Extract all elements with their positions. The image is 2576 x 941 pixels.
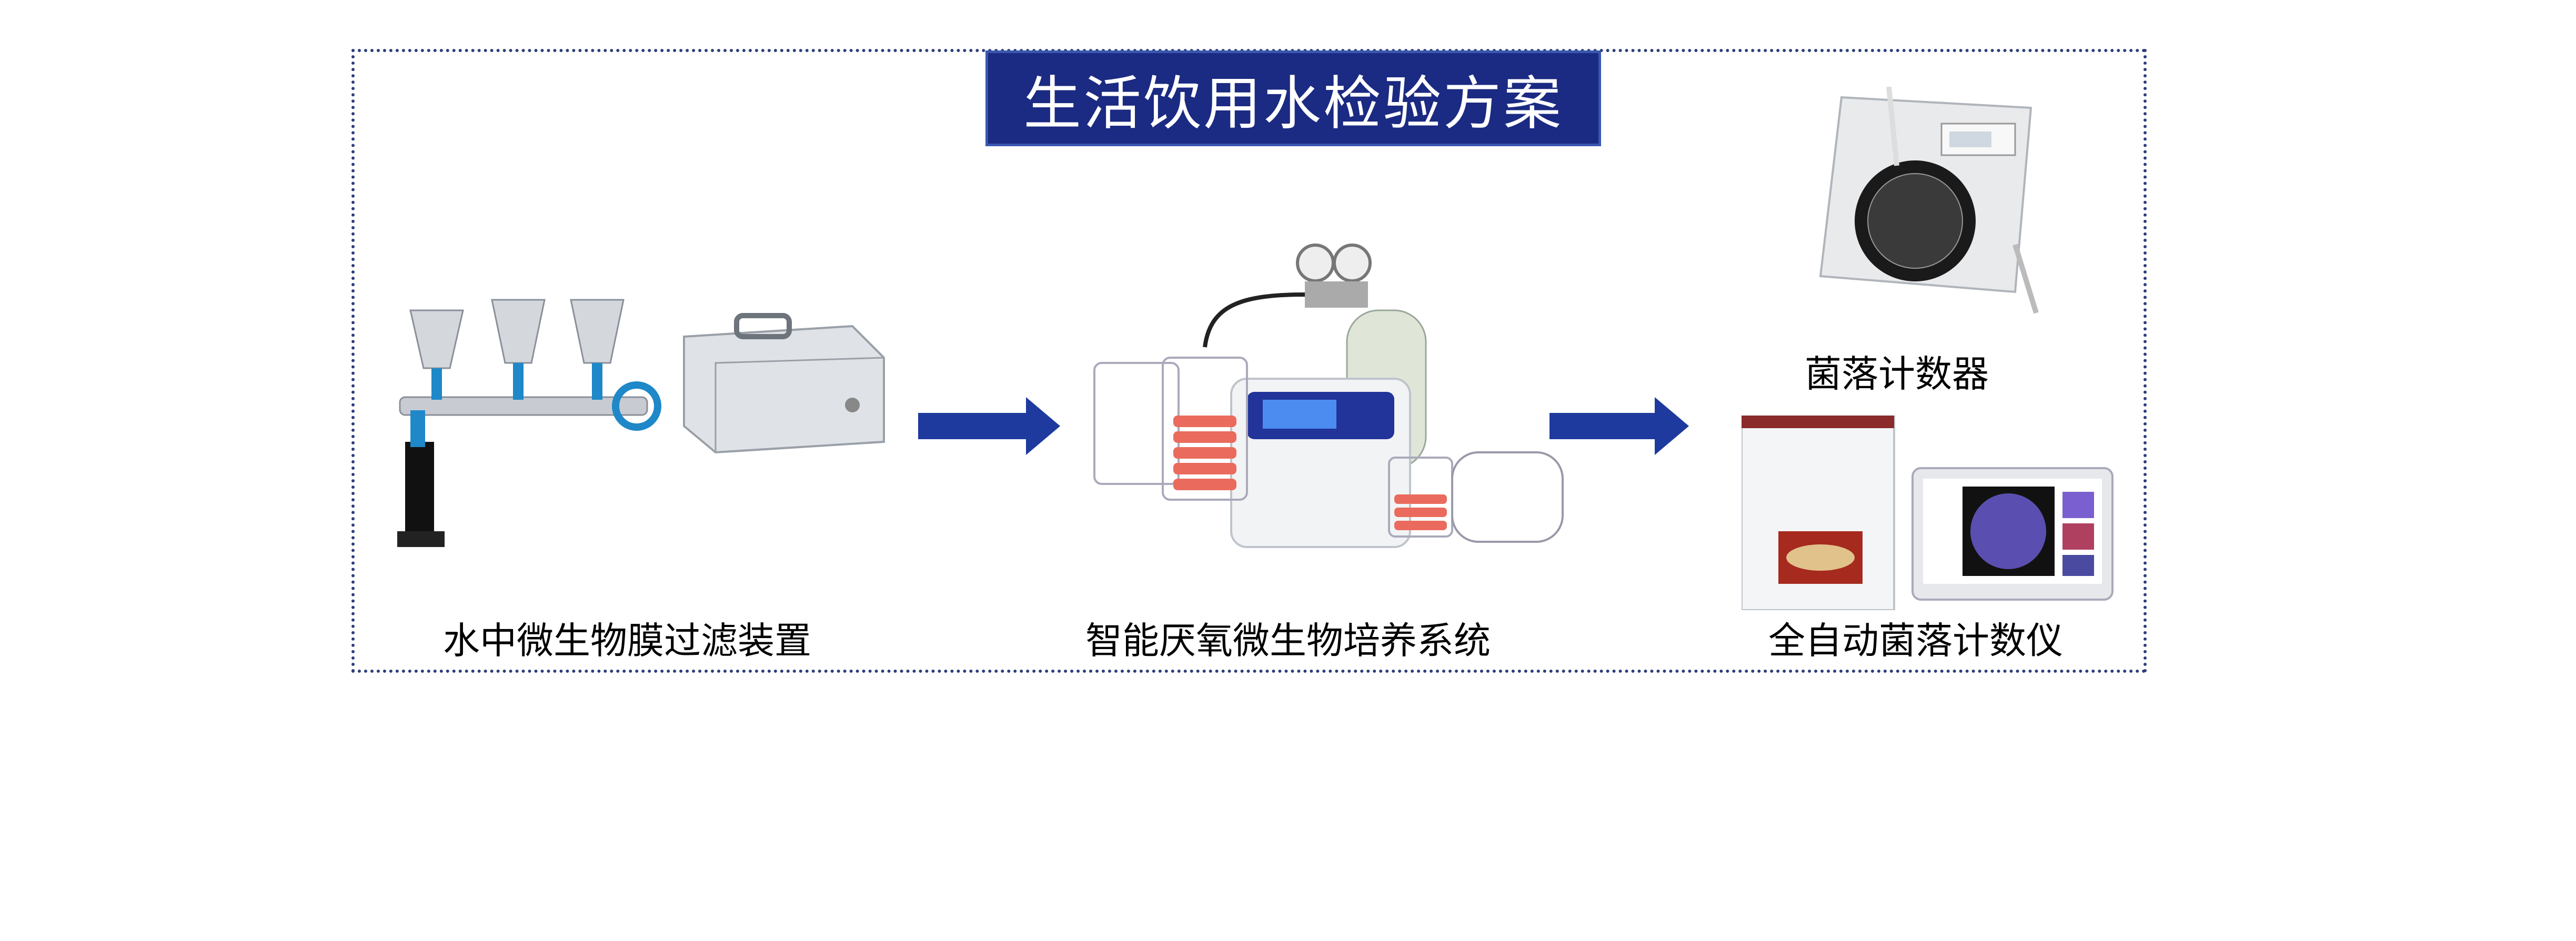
flow-arrow-2 [1549, 397, 1689, 455]
device-label-automatic-colony-counter: 全自动菌落计数仪 [1768, 619, 2063, 662]
anaerobic-culture-system-image [1084, 242, 1599, 558]
colony-counter-image [1810, 87, 2052, 318]
flow-arrow-1 [918, 397, 1060, 455]
membrane-filtration-apparatus-image [389, 284, 905, 558]
page-title: 生活饮用水检验方案 [1023, 70, 1563, 137]
automatic-colony-counter-image [1742, 416, 2120, 610]
device-label-colony-counter: 菌落计数器 [1805, 352, 1989, 396]
device-label-membrane-filtration: 水中微生物膜过滤装置 [443, 619, 811, 662]
title-banner: 生活饮用水检验方案 [985, 50, 1601, 146]
device-label-anaerobic-culture: 智能厌氧微生物培养系统 [1085, 619, 1491, 662]
